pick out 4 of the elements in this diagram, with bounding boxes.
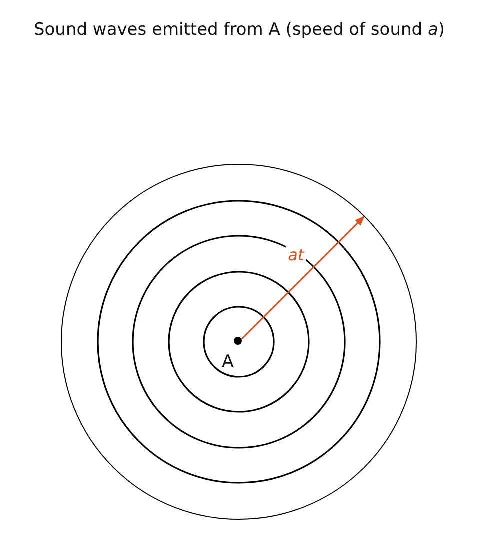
arrow [241, 216, 365, 340]
title: Sound waves emitted from A (speed of sound a) [32, 20, 446, 40]
point-label: A [222, 352, 234, 372]
source-point [234, 337, 242, 346]
